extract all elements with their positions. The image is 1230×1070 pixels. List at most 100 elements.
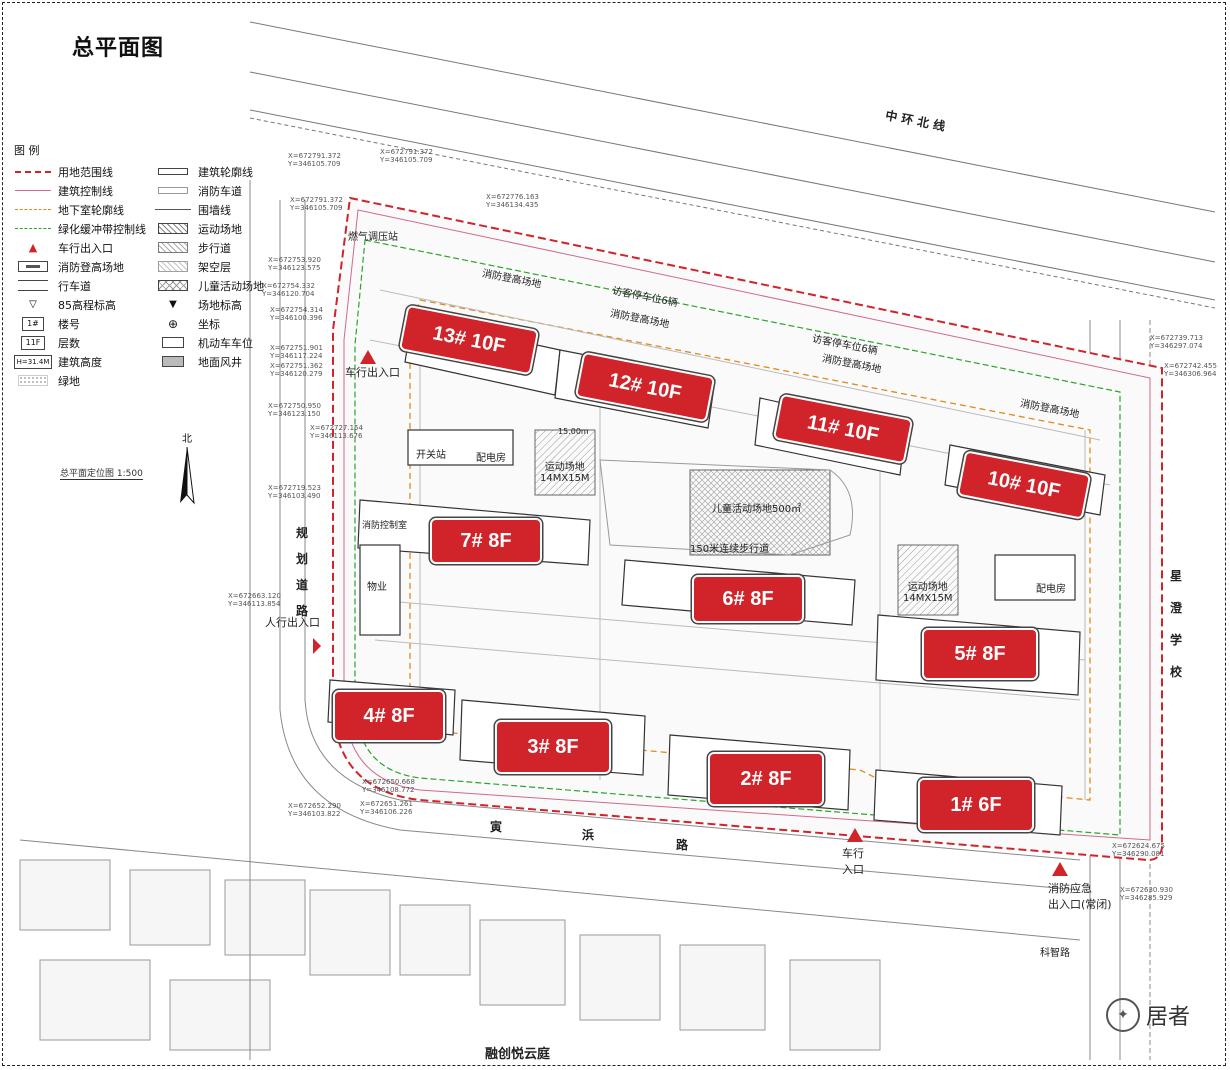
fire-platform-symbol xyxy=(14,260,52,273)
sports-field-2-label: 运动场地 14MX15M xyxy=(903,582,953,604)
road-west-label: 规划道路 xyxy=(296,526,309,618)
north-road xyxy=(249,21,1216,309)
road-south-3: 路 xyxy=(676,838,689,852)
legend-item: 绿化缓冲带控制线 xyxy=(14,219,154,238)
legend-item: 地下室轮廓线 xyxy=(14,200,154,219)
coord-label: X=672742.455 Y=346306.964 xyxy=(1164,362,1217,378)
legend-right-column: 建筑轮廓线 消防车道 围墙线 运动场地 步行道 架空层 儿童活动场地 ▼场地标高… xyxy=(154,162,284,390)
fire-control-label: 消防控制室 xyxy=(362,521,408,531)
coord-label: X=672776.163 Y=346134.435 xyxy=(486,193,539,209)
walkway-loop xyxy=(599,459,853,556)
coord-label: X=672751.901 Y=346117.224 xyxy=(270,344,323,360)
building-tag-4[interactable]: 4# 8F xyxy=(333,690,445,742)
car-entry-nw-icon xyxy=(360,350,376,364)
coord-label: X=672751.362 Y=346120.279 xyxy=(270,362,323,378)
pink-line-symbol xyxy=(14,184,52,197)
vehicle-entrances xyxy=(313,350,1068,876)
building-tag-6[interactable]: 6# 8F xyxy=(692,575,804,623)
building-tag-2[interactable]: 2# 8F xyxy=(708,752,824,806)
legend-item: 1#楼号 xyxy=(14,314,154,333)
coord-label: X=672630.930 Y=346285.929 xyxy=(1120,886,1173,902)
page-title: 总平面图 xyxy=(72,36,165,61)
legend-item: ▲车行出入口 xyxy=(14,238,154,257)
height-symbol: H=31.4M xyxy=(14,354,52,369)
legend-item: ▼场地标高 xyxy=(154,295,284,314)
sports-field-1 xyxy=(534,429,596,496)
property-office-label: 物业 xyxy=(367,582,387,593)
building-outline-symbol xyxy=(154,165,192,178)
dimension-label: 15.00m xyxy=(558,427,589,436)
legend-item: 运动场地 xyxy=(154,219,284,238)
wechat-icon: ✦ xyxy=(1105,998,1140,1032)
north-arrow: 北 xyxy=(172,430,202,509)
coord-label: X=672739.713 Y=346297.074 xyxy=(1150,334,1203,350)
green-area-symbol xyxy=(14,374,52,387)
building-number-symbol: 1# xyxy=(14,316,52,331)
gas-station-label: 燃气调压站 xyxy=(348,232,398,243)
car-entry-s-icon xyxy=(847,828,863,842)
coord-label: X=672791.372 Y=346105.709 xyxy=(288,152,341,168)
orange-dashed-line-symbol xyxy=(14,203,52,216)
legend-item: 机动车车位 xyxy=(154,333,284,352)
road-south-1: 寅 xyxy=(490,820,503,834)
legend-item: 绿地 xyxy=(14,371,154,390)
kezhi-road-label: 科智路 xyxy=(1040,948,1070,959)
building-tag-1[interactable]: 1# 6F xyxy=(918,778,1034,832)
legend-heading: 图 例 xyxy=(14,144,40,157)
coord-label: X=672791.372 Y=346105.709 xyxy=(380,148,433,164)
red-triangle-icon: ▲ xyxy=(28,241,38,254)
switch-station-label: 开关站 xyxy=(416,450,446,461)
legend-item: 消防车道 xyxy=(154,181,284,200)
coord-label: X=672650.668 Y=346108.772 xyxy=(362,778,415,794)
legend: 图 例 用地范围线 建筑控制线 地下室轮廓线 绿化缓冲带控制线 ▲车行出入口 消… xyxy=(14,142,284,390)
red-dashed-line-symbol xyxy=(14,165,52,178)
legend-item: 消防登高场地 xyxy=(14,257,154,276)
north-arrow-icon xyxy=(180,446,195,505)
wall-line-symbol xyxy=(154,203,192,216)
coord-label: X=672750.950 Y=346123.150 xyxy=(268,402,321,418)
coord-label: X=672791.372 Y=346105.709 xyxy=(290,196,343,212)
coord-label: X=672719.523 Y=346103.490 xyxy=(268,484,321,500)
coord-label: X=672754.332 Y=346120.704 xyxy=(262,282,315,298)
watermark: ✦ 居者 xyxy=(1105,998,1190,1032)
basement-outline xyxy=(409,299,1091,801)
legend-item: 建筑轮廓线 xyxy=(154,162,284,181)
legend-item: 用地范围线 xyxy=(14,162,154,181)
building-tag-3[interactable]: 3# 8F xyxy=(495,720,611,774)
building-tag-5[interactable]: 5# 8F xyxy=(922,628,1038,680)
playground-symbol xyxy=(154,279,192,292)
legend-item: 地面风井 xyxy=(154,352,284,371)
walkway-hatch-symbol xyxy=(154,241,192,254)
road-east-label: 星澄学校 xyxy=(1170,569,1183,679)
legend-item: 架空层 xyxy=(154,257,284,276)
person-entry-icon xyxy=(313,638,321,654)
power-room-2-label: 配电房 xyxy=(1036,584,1066,595)
scale-note: 总平面定位图 1:500 xyxy=(60,466,143,480)
legend-item: ⊕坐标 xyxy=(154,314,284,333)
building-tag-7[interactable]: 7# 8F xyxy=(430,518,542,564)
lane-symbol xyxy=(14,279,52,292)
coord-label: X=672754.314 Y=346100.396 xyxy=(270,306,323,322)
legend-item: ▽85高程标高 xyxy=(14,295,154,314)
site-elevation-symbol: ▼ xyxy=(169,299,177,310)
floor-count-symbol: 11F xyxy=(14,335,52,350)
person-entry-label: 人行出入口 xyxy=(265,616,320,629)
walkway-label: 150米连续步行道 xyxy=(690,544,770,555)
green-dashed-line-symbol xyxy=(14,222,52,235)
playground-label: 儿童活动场地500㎡ xyxy=(712,504,802,515)
legend-item: 建筑控制线 xyxy=(14,181,154,200)
legend-item: 步行道 xyxy=(154,238,284,257)
coordinate-symbol: ⊕ xyxy=(167,316,179,331)
fire-lane-symbol xyxy=(154,184,192,197)
coord-label: X=672652.290 Y=346103.822 xyxy=(288,802,341,818)
legend-item: 儿童活动场地 xyxy=(154,276,284,295)
fire-exit-icon xyxy=(1052,862,1068,876)
neighbor-buildings xyxy=(19,859,881,1051)
coord-label: X=672753.920 Y=346123.575 xyxy=(268,256,321,272)
coord-label: X=672651.261 Y=346106.226 xyxy=(360,800,413,816)
fire-exit-label: 消防应急 出入口(常闭) xyxy=(1048,882,1112,911)
parking-symbol xyxy=(154,336,192,349)
